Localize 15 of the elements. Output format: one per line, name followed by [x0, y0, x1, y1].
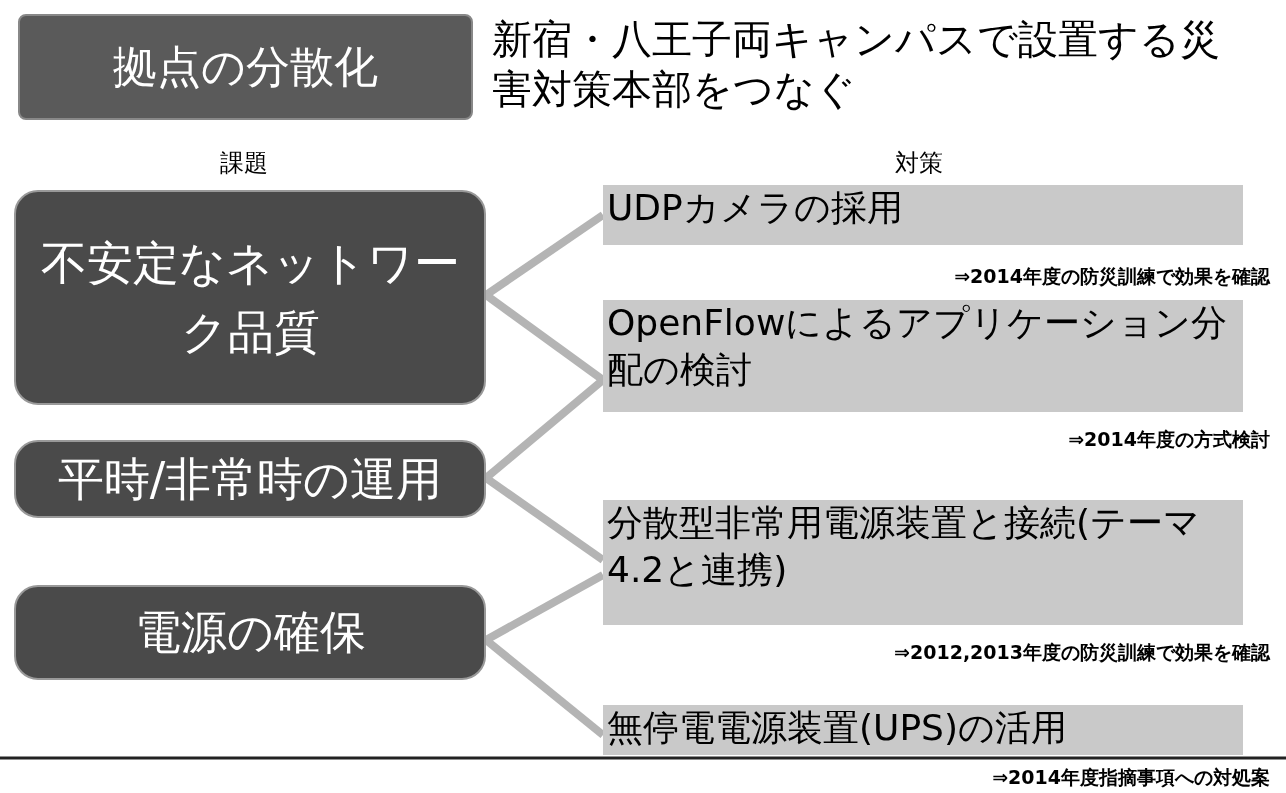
issue-box: 電源の確保 — [14, 585, 486, 680]
issue-box: 平時/非常時の運用 — [14, 440, 486, 518]
measure-bar: 分散型非常用電源装置と接続(テーマ4.2と連携) — [603, 500, 1243, 625]
column-header: 課題 — [220, 148, 268, 179]
result-note: ⇒2014年度の防災訓練で効果を確認 — [954, 264, 1270, 289]
title-box: 拠点の分散化 — [18, 14, 473, 120]
measure-bar: 無停電電源装置(UPS)の活用 — [603, 705, 1243, 755]
title-note: 新宿・八王子両キャンパスで設置する災害対策本部をつなぐ — [492, 15, 1221, 114]
issue-box: 不安定なネットワーク品質 — [14, 190, 486, 405]
measure-bar: UDPカメラの採用 — [603, 185, 1243, 245]
result-note: ⇒2012,2013年度の防災訓練で効果を確認 — [894, 640, 1270, 665]
result-note: ⇒2014年度指摘事項への対処案 — [992, 765, 1270, 790]
column-header: 対策 — [895, 148, 943, 179]
result-note: ⇒2014年度の方式検討 — [1068, 427, 1270, 452]
measure-bar: OpenFlowによるアプリケーション分配の検討 — [603, 300, 1243, 412]
